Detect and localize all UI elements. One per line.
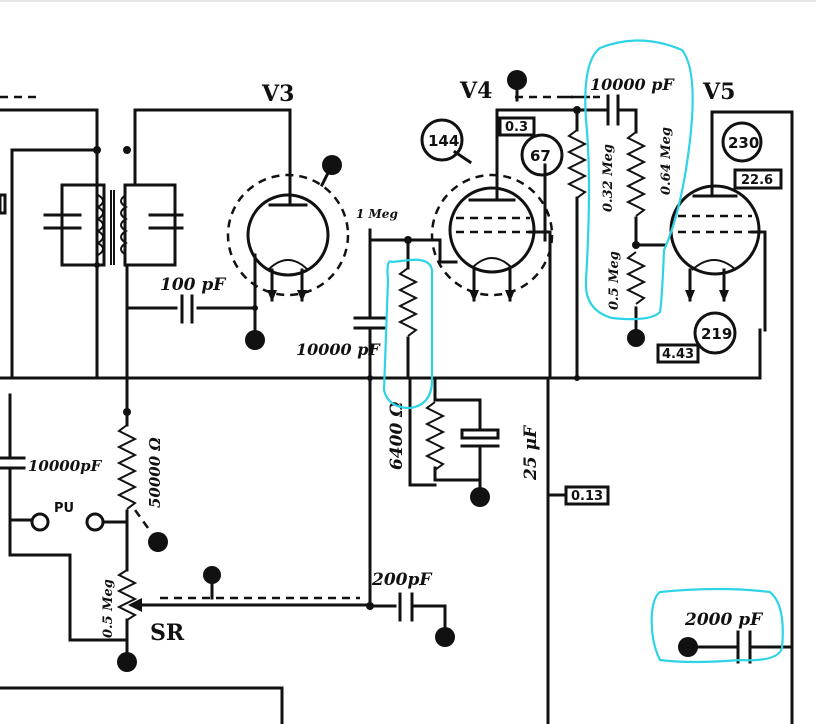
volt-230 xyxy=(721,121,763,163)
capacitor-2000pf xyxy=(678,630,794,664)
if-transformer xyxy=(0,95,292,380)
volt-144 xyxy=(420,118,473,165)
box-226-label: 22.6 xyxy=(741,173,773,188)
res-6400-label: 6400 Ω xyxy=(387,402,407,470)
highlight-1meg xyxy=(382,258,434,410)
res-05meg-v5-label: 0.5 Meg xyxy=(607,251,622,310)
capacitor-100pf xyxy=(125,294,257,324)
hv-line xyxy=(546,376,610,724)
box-03 xyxy=(498,116,536,137)
sr-label: SR xyxy=(150,620,185,646)
v5-label: V5 xyxy=(702,79,735,105)
box-443-label: 4.43 xyxy=(662,347,694,362)
volume-network xyxy=(0,376,372,672)
highlight-annotations xyxy=(382,39,784,664)
volt-219 xyxy=(693,311,737,355)
bottom-frame xyxy=(0,686,284,724)
volt-67 xyxy=(520,133,564,177)
highlight-v5-network xyxy=(584,39,694,321)
cap-100pf-label: 100 pF xyxy=(160,275,227,295)
pu-label: PU xyxy=(54,501,74,516)
res-032meg-label: 0.32 Meg xyxy=(601,144,616,212)
cap-200pf-label: 200pF xyxy=(371,570,433,590)
box-443 xyxy=(656,343,700,364)
box-226 xyxy=(733,168,783,190)
volt-67-label: 67 xyxy=(530,147,551,165)
box-03-label: 0.3 xyxy=(505,120,528,135)
cap-2000pf-label: 2000 pF xyxy=(684,610,764,630)
volt-230-label: 230 xyxy=(728,134,759,152)
v4-cathode-network xyxy=(408,376,500,507)
v5-coupling-network xyxy=(565,94,667,347)
v4-plate-resistor xyxy=(566,106,588,381)
box-013-label: 0.13 xyxy=(571,489,603,504)
res-1meg-label: 1 Meg xyxy=(356,207,398,221)
cap-10000pf-left-label: 10000pF xyxy=(28,457,103,475)
v3-label: V3 xyxy=(261,81,294,107)
tube-v3 xyxy=(226,155,350,350)
volt-219-label: 219 xyxy=(701,325,732,343)
tube-v5 xyxy=(669,110,794,724)
volt-144-label: 144 xyxy=(428,132,459,150)
res-50000-label: 50000 Ω xyxy=(146,437,164,508)
v4-label: V4 xyxy=(459,78,492,104)
cap-10000pf-v4-label: 10000 pF xyxy=(296,340,381,359)
capacitor-200pf xyxy=(366,592,455,647)
ground-bus xyxy=(0,328,762,380)
top-border xyxy=(0,0,816,2)
highlight-2000pf xyxy=(650,587,784,664)
cap-10000pf-v5-label: 10000 pF xyxy=(590,75,675,94)
tube-v4 xyxy=(430,70,602,380)
res-064meg-label: 0.64 Meg xyxy=(659,127,674,195)
cap-25uf-label: 25 μF xyxy=(521,424,541,481)
res-05meg-sr-label: 0.5 Meg xyxy=(101,579,116,638)
coupling-v3-v4 xyxy=(353,228,442,608)
